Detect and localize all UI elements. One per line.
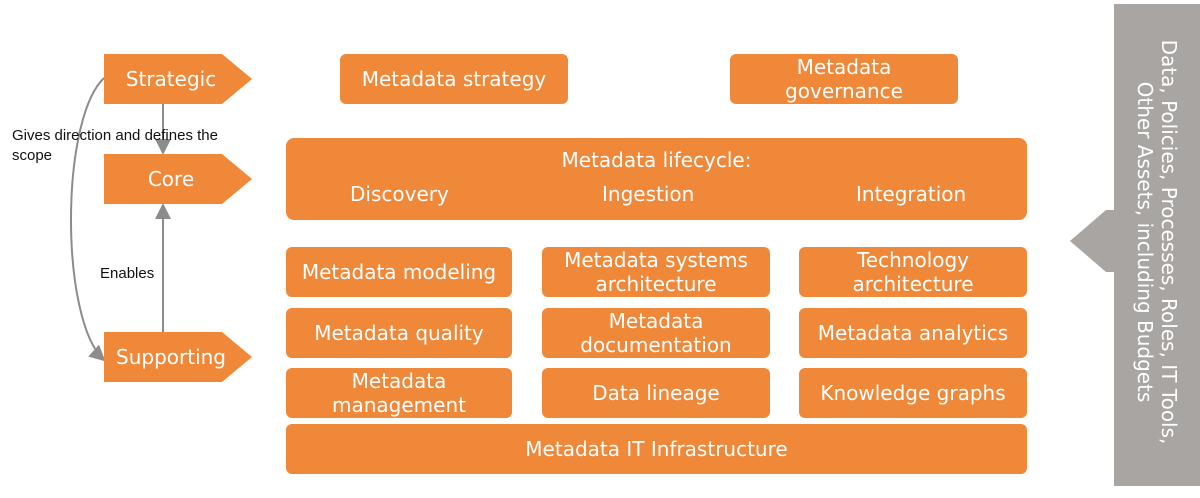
level-strategic-label: Strategic	[125, 67, 217, 91]
side-panel-text: Data, Policies, Processes, Roles, IT Too…	[1133, 39, 1181, 445]
enables-label: Enables	[100, 265, 155, 282]
technology-architecture-box: Technology architecture	[799, 247, 1027, 297]
metadata-lifecycle-box: Metadata lifecycle: Discovery Ingestion …	[286, 138, 1027, 220]
metadata-analytics-label: Metadata analytics	[817, 321, 1009, 345]
metadata-modeling-label: Metadata modeling	[301, 260, 497, 284]
gives-direction-label: Gives direction and defines the scope	[12, 127, 218, 164]
side-panel-arrow	[1070, 4, 1200, 486]
data-lineage-label: Data lineage	[592, 381, 720, 405]
level-core-label: Core	[147, 167, 195, 191]
level-supporting-label: Supporting	[116, 345, 226, 369]
level-core: Core	[104, 154, 252, 204]
metadata-quality-box: Metadata quality	[286, 308, 512, 358]
metadata-it-infrastructure-label: Metadata IT Infrastructure	[525, 437, 788, 461]
metadata-analytics-box: Metadata analytics	[799, 308, 1027, 358]
lifecycle-ingestion: Ingestion	[602, 182, 695, 206]
metadata-management-label: Metadata management	[332, 369, 466, 417]
metadata-quality-label: Metadata quality	[314, 321, 484, 345]
metadata-documentation-box: Metadata documentation	[542, 308, 770, 358]
metadata-documentation-label: Metadata documentation	[580, 309, 732, 357]
lifecycle-integration: Integration	[856, 182, 967, 206]
metadata-management-box: Metadata management	[286, 368, 512, 418]
level-supporting: Supporting	[104, 332, 252, 382]
metadata-governance-label: Metadata governance	[785, 55, 903, 103]
knowledge-graphs-label: Knowledge graphs	[820, 381, 1006, 405]
metadata-systems-architecture-label: Metadata systems architecture	[564, 248, 748, 296]
knowledge-graphs-box: Knowledge graphs	[799, 368, 1027, 418]
technology-architecture-label: Technology architecture	[852, 248, 974, 296]
lifecycle-title: Metadata lifecycle:	[561, 148, 752, 172]
metadata-strategy-box: Metadata strategy	[340, 54, 568, 104]
data-lineage-box: Data lineage	[542, 368, 770, 418]
level-strategic: Strategic	[104, 54, 252, 104]
strategic-to-supporting-curve	[70, 77, 106, 362]
metadata-modeling-box: Metadata modeling	[286, 247, 512, 297]
metadata-systems-architecture-box: Metadata systems architecture	[542, 247, 770, 297]
metadata-it-infrastructure-box: Metadata IT Infrastructure	[286, 424, 1027, 474]
lifecycle-discovery: Discovery	[350, 182, 449, 206]
metadata-governance-box: Metadata governance	[730, 54, 958, 104]
metadata-strategy-label: Metadata strategy	[361, 67, 547, 91]
